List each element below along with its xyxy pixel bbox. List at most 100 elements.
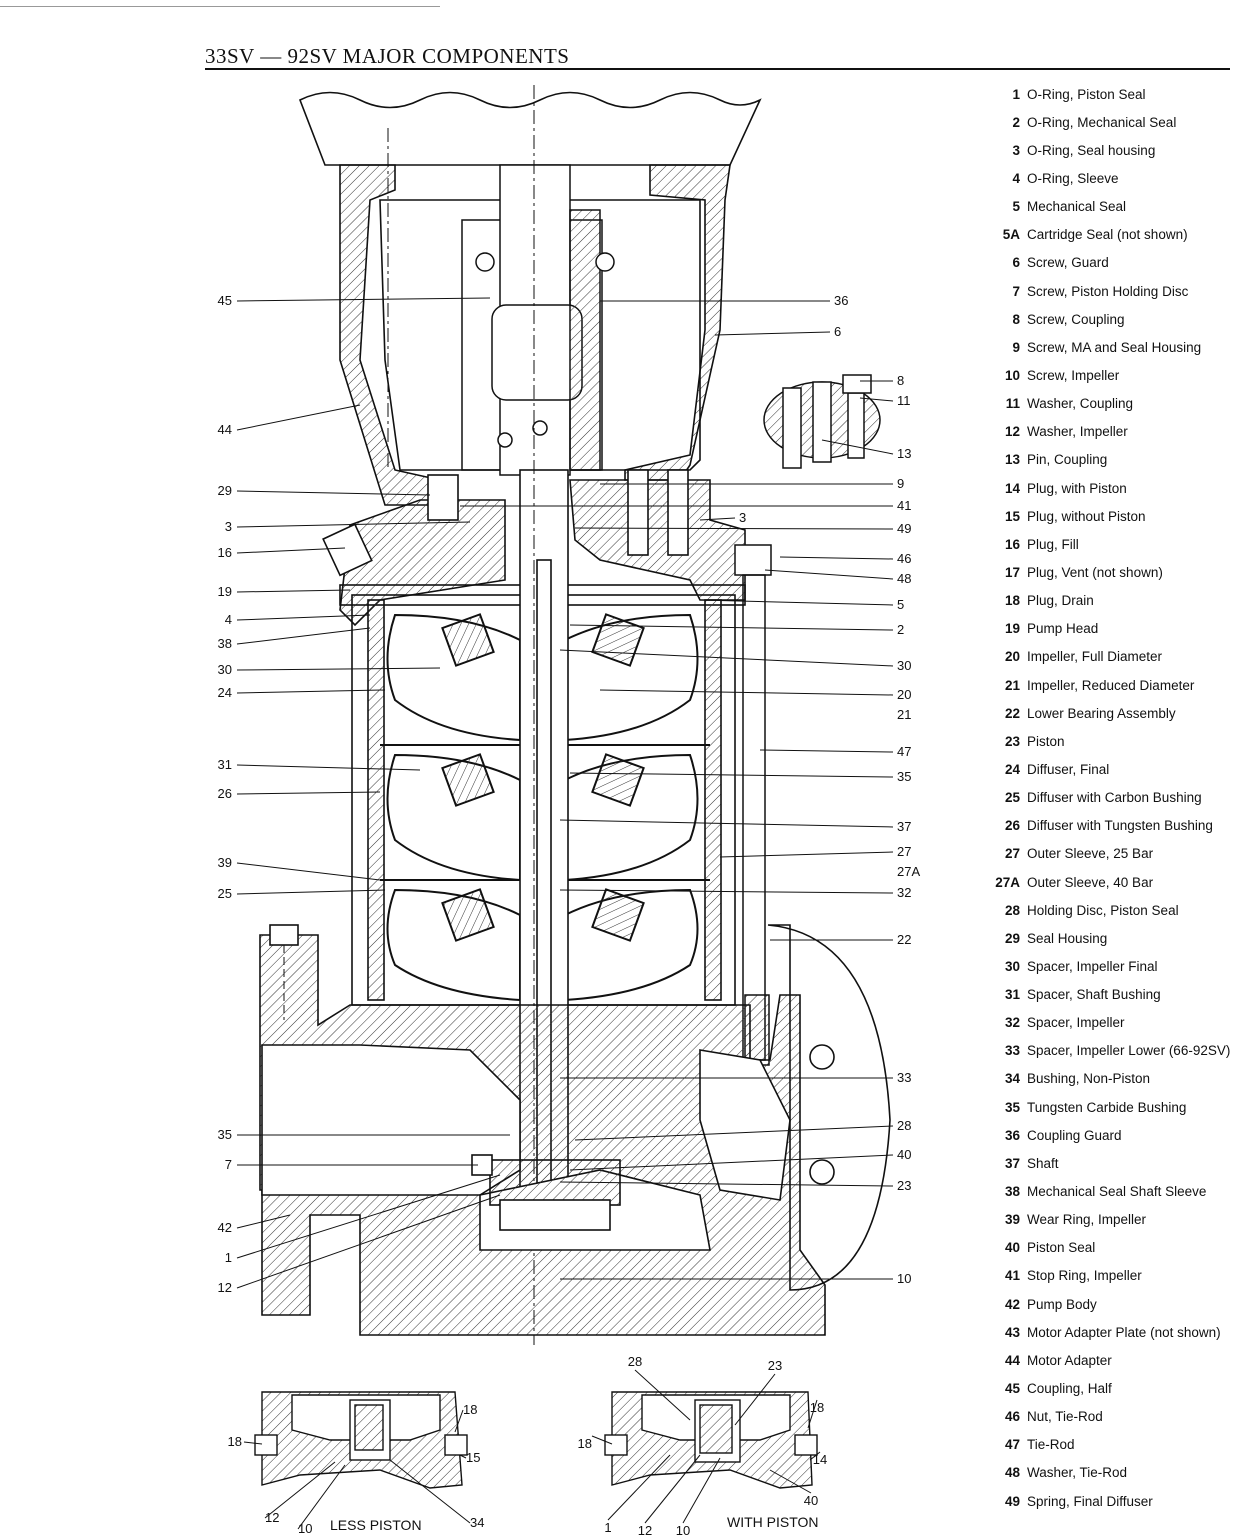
callout-label-right: 8 bbox=[897, 373, 904, 388]
legend-item-number: 46 bbox=[1004, 1409, 1020, 1425]
legend-item: 46 Nut, Tie-Rod bbox=[993, 1403, 1243, 1431]
pump-head bbox=[322, 469, 746, 627]
legend-item-number: 48 bbox=[1004, 1465, 1020, 1481]
leader-line bbox=[682, 1457, 721, 1524]
legend-item: 8 Screw, Coupling bbox=[993, 305, 1243, 333]
legend-item-label: Washer, Coupling bbox=[1027, 396, 1134, 412]
legend-item-number: 8 bbox=[1012, 311, 1020, 327]
legend-item-label: Impeller, Full Diameter bbox=[1027, 649, 1163, 665]
legend-item-number: 37 bbox=[1004, 1155, 1020, 1171]
callout-label-right: 35 bbox=[897, 769, 911, 784]
legend-item-label: Tie-Rod bbox=[1027, 1437, 1075, 1453]
legend-item-label: Diffuser with Carbon Bushing bbox=[1027, 790, 1202, 806]
legend-item-number: 31 bbox=[1004, 987, 1020, 1003]
detail-with-piston-label: 14 bbox=[813, 1452, 827, 1467]
legend-item-label: Plug, Vent (not shown) bbox=[1027, 564, 1163, 580]
legend-item-label: Spring, Final Diffuser bbox=[1027, 1493, 1153, 1509]
legend-item-number: 20 bbox=[1004, 649, 1020, 665]
callout-label-right: 21 bbox=[897, 707, 911, 722]
detail-with-piston-label: 23 bbox=[768, 1358, 782, 1373]
callout-label-left: 31 bbox=[218, 757, 232, 772]
leader-line bbox=[236, 862, 381, 881]
callout-label-right: 30 bbox=[897, 658, 911, 673]
callout-label-right: 47 bbox=[897, 744, 911, 759]
legend-item-label: Spacer, Impeller Final bbox=[1027, 958, 1158, 974]
callout-label-right: 27A bbox=[897, 864, 920, 879]
callout-labels: 4544293161943830243126392535742112366811… bbox=[218, 293, 921, 1538]
detail-less-piston-label: 15 bbox=[466, 1450, 480, 1465]
callout-label-right: 3 bbox=[739, 510, 746, 525]
leader-line bbox=[264, 1461, 336, 1519]
detail-less-piston-label: 18 bbox=[228, 1434, 242, 1449]
legend-item-label: Screw, MA and Seal Housing bbox=[1027, 339, 1202, 355]
legend-item-label: O-Ring, Sleeve bbox=[1027, 170, 1119, 186]
legend-item-label: Piston bbox=[1027, 733, 1065, 749]
legend-item-label: Nut, Tie-Rod bbox=[1027, 1409, 1103, 1425]
callout-label-left: 45 bbox=[218, 293, 232, 308]
legend-item-label: Pin, Coupling bbox=[1027, 452, 1108, 468]
leader-line bbox=[236, 791, 381, 795]
callout-label-left: 19 bbox=[218, 584, 232, 599]
legend-item-label: Pump Body bbox=[1027, 1296, 1097, 1312]
legend-item-label: O-Ring, Seal housing bbox=[1027, 142, 1156, 158]
callout-label-left: 1 bbox=[225, 1250, 232, 1265]
legend-item-number: 23 bbox=[1004, 733, 1020, 749]
legend-item-label: Outer Sleeve, 40 Bar bbox=[1027, 874, 1154, 890]
legend-item-label: Tungsten Carbide Bushing bbox=[1027, 1099, 1187, 1115]
legend-item-number: 14 bbox=[1004, 480, 1020, 496]
leader-line bbox=[236, 1174, 501, 1259]
legend-item-label: Screw, Impeller bbox=[1027, 367, 1120, 383]
caption-with-piston: WITH PISTON bbox=[727, 1514, 819, 1530]
legend-item-number: 30 bbox=[1004, 958, 1020, 974]
pump-cross-section-diagram: 4544293161943830243126392535742112366811… bbox=[218, 85, 921, 1538]
callout-label-right: 33 bbox=[897, 1070, 911, 1085]
legend-item-number: 17 bbox=[1004, 564, 1020, 580]
callout-label-right: 28 bbox=[897, 1118, 911, 1133]
legend-item-label: Plug, Drain bbox=[1027, 593, 1094, 609]
callout-label-right: 40 bbox=[897, 1147, 911, 1162]
leader-line bbox=[734, 1373, 776, 1426]
legend-item-label: Spacer, Impeller Lower (66-92SV) bbox=[1027, 1043, 1231, 1059]
legend-item-number: 45 bbox=[1004, 1381, 1020, 1397]
legend-item-number: 28 bbox=[1004, 902, 1020, 918]
legend-item-number: 34 bbox=[1004, 1071, 1020, 1087]
legend-item-label: Diffuser, Final bbox=[1027, 761, 1110, 777]
callout-label-left: 39 bbox=[218, 855, 232, 870]
leader-line bbox=[569, 624, 894, 631]
leader-line bbox=[809, 1451, 821, 1461]
impeller-stages bbox=[380, 613, 710, 1002]
page-title: 33SV — 92SV MAJOR COMPONENTS bbox=[205, 44, 570, 68]
detail-with-piston-label: 12 bbox=[638, 1523, 652, 1538]
detail-with-piston-label: 28 bbox=[628, 1354, 642, 1369]
legend-item-number: 15 bbox=[1004, 508, 1020, 524]
detail-with-piston-label: 40 bbox=[804, 1493, 818, 1508]
leader-line bbox=[236, 764, 421, 771]
coupling-pin-detail bbox=[763, 374, 881, 469]
legend-item: 20 Impeller, Full Diameter bbox=[993, 643, 1243, 671]
leader-line bbox=[236, 521, 471, 528]
callout-label-right: 32 bbox=[897, 885, 911, 900]
legend-item-label: Screw, Coupling bbox=[1027, 311, 1125, 327]
legend-item-number: 32 bbox=[1004, 1015, 1020, 1031]
callout-label-left: 44 bbox=[218, 422, 232, 437]
leader-line bbox=[236, 1214, 291, 1229]
leader-line bbox=[236, 889, 386, 895]
legend-item-label: Wear Ring, Impeller bbox=[1027, 1212, 1147, 1228]
detail-with-piston-label: 18 bbox=[810, 1400, 824, 1415]
legend-item-number: 2 bbox=[1012, 114, 1020, 130]
leader-line bbox=[634, 1369, 691, 1421]
callout-label-right: 27 bbox=[897, 844, 911, 859]
legend-item-number: 43 bbox=[1004, 1324, 1020, 1340]
